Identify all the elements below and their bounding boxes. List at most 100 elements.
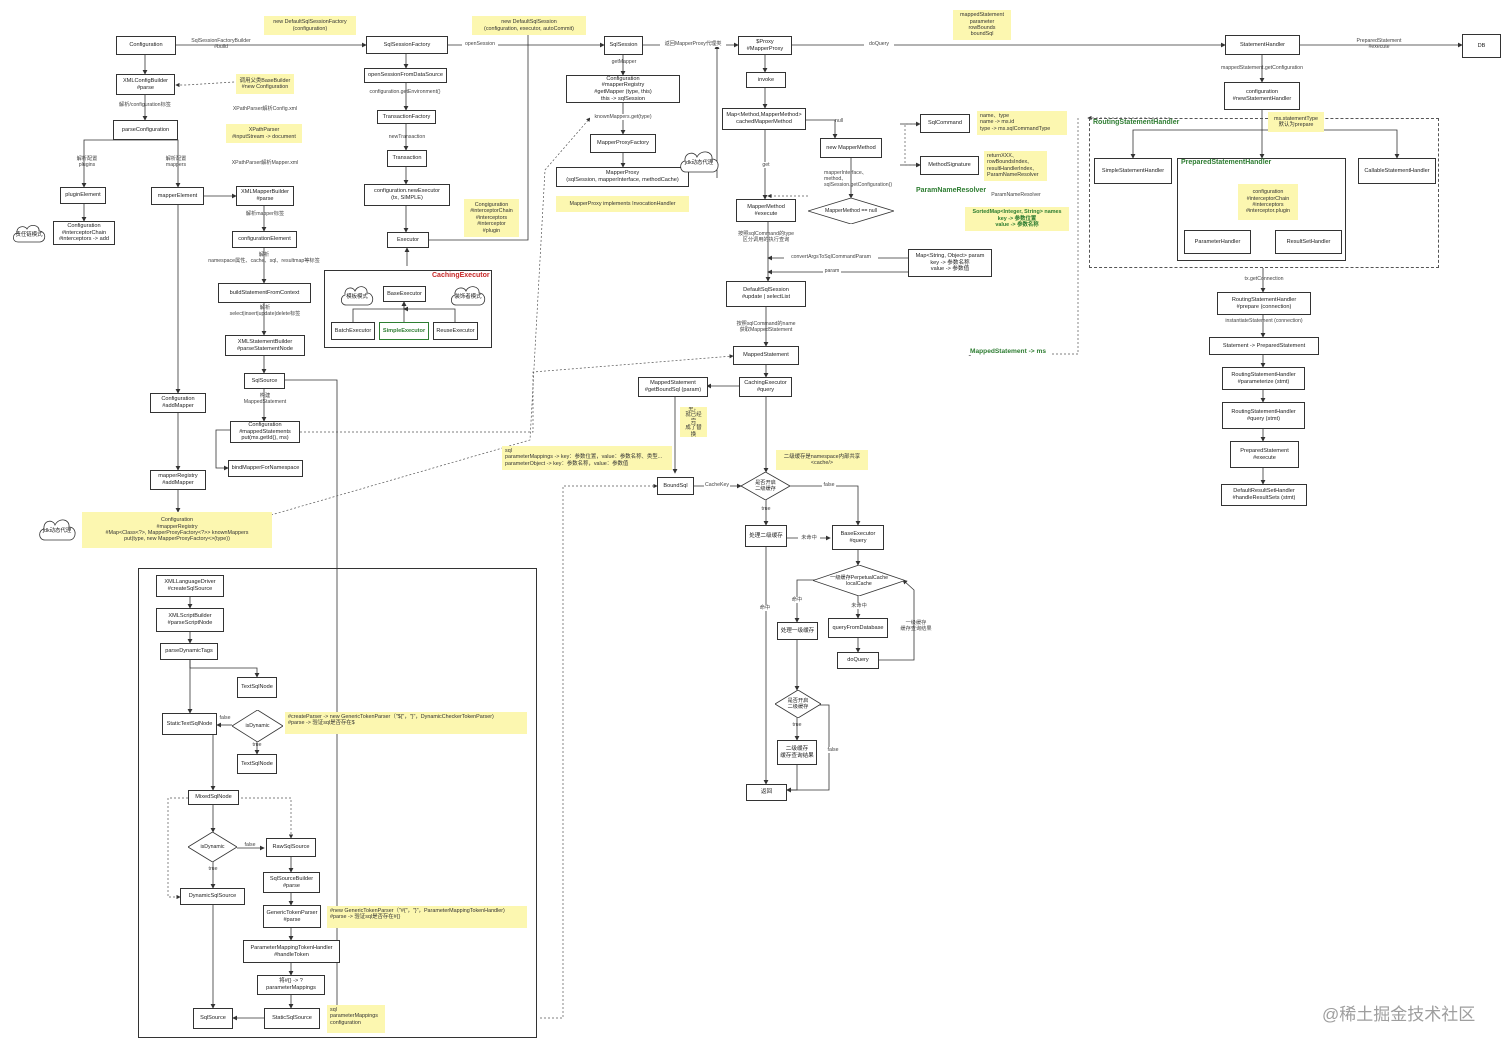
xml-statement-builder-node[interactable]: XMLStatementBuilder #parseStatementNode	[225, 335, 305, 356]
handle-l1-cache-node[interactable]: 处理一级缓存	[777, 622, 818, 640]
transaction-factory-node[interactable]: TransactionFactory	[377, 110, 436, 124]
static-sql-source-node[interactable]: StaticSqlSource	[264, 1008, 320, 1029]
generic-token-parser-node[interactable]: GenericTokenParser #parse	[263, 905, 321, 928]
new-mapper-method-node[interactable]: new MapperMethod	[820, 138, 882, 158]
configuration-add-mapper-node[interactable]: Configuration #addMapper	[150, 393, 206, 413]
configuration-mapped-node[interactable]: Configuration #mappedStatements put(ms.g…	[230, 421, 300, 443]
configuration-new-sh-node[interactable]: configuration #newStatementHandler	[1224, 82, 1300, 110]
mapper-proxy-factory-node[interactable]: MapperProxyFactory	[590, 134, 656, 153]
open-session-datasource-node[interactable]: openSessionFromDataSource	[364, 68, 447, 83]
method-cache-node[interactable]: Map<Method,MapperMethod> cachedMapperMet…	[722, 108, 806, 130]
xml-script-builder-node[interactable]: XMLScriptBuilder #parseScriptNode	[156, 608, 224, 632]
label-command-name: 按照sqlCommand的name 获取MappedStatement	[736, 321, 796, 334]
note-sql-param-config: sql parameterMappings configuration	[327, 1005, 385, 1033]
label-ps-execute: PreparedStatement #execute	[1356, 38, 1402, 51]
method-signature-node[interactable]: MethodSignature	[920, 156, 979, 175]
sqlsession-node[interactable]: SqlSession	[604, 36, 643, 55]
executor-node[interactable]: Executor	[387, 232, 429, 248]
xml-language-driver-node[interactable]: XMLLanguageDriver #createSqlSource	[156, 575, 224, 597]
default-rsh-node[interactable]: DefaultResultSetHandler #handleResultSet…	[1221, 484, 1307, 506]
default-sqlsession-node[interactable]: DefaultSqlSession #update | selectList	[726, 281, 806, 307]
sql-command-node[interactable]: SqlCommand	[920, 114, 970, 133]
configuration-element-node[interactable]: configurationElement	[232, 231, 297, 248]
simple-sh-node[interactable]: SimpleStatementHandler	[1094, 158, 1172, 184]
new-executor-node[interactable]: configuration.newExecutor (tx, SIMPLE)	[364, 184, 450, 206]
transaction-node[interactable]: Transaction	[387, 150, 427, 167]
template-mode-cloud: 模板模式	[338, 283, 376, 309]
parse-dynamic-tags-node[interactable]: parseDynamicTags	[160, 643, 218, 660]
xml-config-builder-node[interactable]: XMLConfigBuilder #parse	[116, 74, 175, 95]
mixed-sql-node[interactable]: MixedSqlNode	[188, 790, 239, 805]
routing-sh-title: RoutingStatementHandler	[1093, 119, 1180, 126]
sqlsource-node-bottom[interactable]: SqlSource	[193, 1008, 233, 1029]
sqlsessionfactory-node[interactable]: SqlSessionFactory	[366, 36, 448, 54]
label-false-isdynamic-bottom: false	[244, 842, 256, 848]
mapper-method-null-decision[interactable]: MapperMethod == null	[808, 198, 894, 224]
is-dynamic-bottom-decision[interactable]: isDynamic	[188, 832, 237, 862]
sql-source-builder-node[interactable]: SqlSourceBuilder #parse	[263, 872, 320, 893]
param-map-node[interactable]: Map<String, Object> param key -> 参数名称 va…	[908, 249, 992, 277]
build-statement-node[interactable]: buildStatementFromContext	[218, 283, 311, 303]
l2-cache-result-node[interactable]: 二级缓存 缓存查询结果	[777, 740, 817, 765]
proxy-node[interactable]: $Proxy #MapperProxy	[738, 36, 792, 55]
label-instantiate: instantiateStatement (connection)	[1225, 318, 1303, 324]
decorator-mode-cloud: 装饰者模式	[448, 283, 488, 309]
base-executor-query-node[interactable]: BaseExecutor #query	[832, 525, 884, 550]
mapper-proxy-node[interactable]: MapperProxy (sqlSession, mapperInterface…	[556, 167, 689, 187]
sqlsource-node-top[interactable]: SqlSource	[244, 373, 285, 389]
db-node[interactable]: DB	[1462, 34, 1501, 58]
param-mappings-node[interactable]: 将#{} -> ? parameterMappings	[257, 975, 325, 995]
caching-executor-query-node[interactable]: CachingExecutor #query	[739, 377, 792, 397]
perpetual-cache-decision[interactable]: 一级缓存PerpetualCache localCache	[813, 565, 905, 596]
result-set-handler-node[interactable]: ResultSetHandler	[1275, 230, 1342, 254]
note-dynamic-sql: $在这里， 就已经完 成了替换 掉	[680, 407, 707, 437]
jdk-proxy-top-label: jdk动态代理	[684, 160, 714, 166]
rsh-query-node[interactable]: RoutingStatementHandler #query (stmt)	[1222, 402, 1305, 429]
label-hit: 命中	[758, 605, 772, 612]
chain-mode-cloud: 责任链模式	[10, 222, 48, 246]
label-parse-plugins: 解析配置 plugins	[76, 156, 98, 169]
interceptor-chain-node[interactable]: Configuration #interceptorChain #interce…	[53, 221, 115, 245]
mapper-method-execute-node[interactable]: MapperMethod #execute	[736, 199, 796, 222]
text-sql-node-top[interactable]: TextSqlNode	[237, 677, 277, 698]
l2-open-decision[interactable]: 是否开启 二级缓存	[775, 690, 821, 718]
callable-sh-node[interactable]: CallableStatementHandler	[1358, 158, 1436, 184]
is-dynamic-top-decision[interactable]: isDynamic	[232, 710, 283, 742]
mapped-statement-node[interactable]: MappedStatement	[733, 346, 799, 365]
simple-executor-node[interactable]: SimpleExecutor	[379, 322, 429, 340]
base-executor-node[interactable]: BaseExecutor	[383, 286, 426, 302]
parameter-handler-node[interactable]: ParameterHandler	[1184, 230, 1251, 254]
param-mapping-handler-node[interactable]: ParameterMappingTokenHandler #handleToke…	[243, 940, 340, 963]
configuration-node[interactable]: Configuration	[116, 36, 176, 55]
parse-configuration-node[interactable]: parseConfiguration	[113, 120, 178, 140]
configuration-mapper-registry-node[interactable]: Configuration #mapperRegistry #getMapper…	[566, 75, 680, 103]
rsh-parameterize-node[interactable]: RoutingStatementHandler #parameterize (s…	[1222, 367, 1305, 390]
rsh-prepare-node[interactable]: RoutingStatementHandler #prepare (connec…	[1217, 292, 1311, 315]
static-text-sql-node[interactable]: StaticTextSqlNode	[162, 713, 217, 735]
label-miss: 未命中	[798, 535, 820, 542]
mapper-element-node[interactable]: mapperElement	[151, 187, 204, 205]
bind-mapper-node[interactable]: bindMapperForNamespace	[228, 460, 303, 477]
statement-handler-node[interactable]: StatementHandler	[1225, 35, 1300, 55]
ms-get-bound-sql-node[interactable]: MappedStatement #getBoundSql (param)	[638, 377, 708, 397]
query-from-database-node[interactable]: queryFromDatabase	[828, 618, 888, 638]
xml-mapper-builder-node[interactable]: XMLMapperBuilder #parse	[236, 186, 294, 206]
plugin-element-node[interactable]: pluginElement	[60, 187, 106, 204]
l2-cache-decision[interactable]: 是否开启 二级缓存	[741, 472, 790, 500]
ps-execute-node[interactable]: PreparedStatement #execute	[1230, 441, 1299, 468]
return-node[interactable]: 返回	[746, 784, 787, 801]
jdk-proxy-bottom-cloud: jdk动态代理	[36, 516, 78, 544]
statement-prepared-node[interactable]: Statement -> PreparedStatement	[1209, 337, 1319, 355]
mapper-registry-add-node[interactable]: mapperRegistry #addMapper	[150, 470, 206, 490]
label-null: null	[834, 118, 844, 124]
reuse-executor-node[interactable]: ReuseExecutor	[433, 322, 478, 340]
dynamic-sql-source-node[interactable]: DynamicSqlSource	[180, 888, 245, 905]
handle-l2-cache-node[interactable]: 处理二级缓存	[745, 525, 787, 547]
batch-executor-node[interactable]: BatchExecutor	[331, 322, 375, 340]
raw-sql-source-node[interactable]: RawSqlSource	[266, 838, 316, 857]
label-param: param	[823, 268, 841, 275]
do-query-node[interactable]: doQuery	[837, 652, 879, 669]
bound-sql-node[interactable]: BoundSql	[657, 477, 694, 495]
text-sql-node-bottom[interactable]: TextSqlNode	[237, 754, 277, 774]
invoke-node[interactable]: invoke	[746, 72, 786, 88]
